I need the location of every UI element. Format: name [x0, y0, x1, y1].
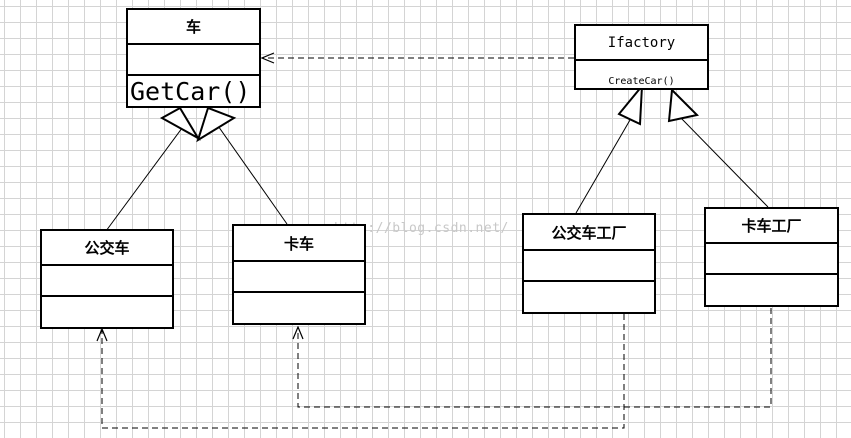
class-method: CreateCar() — [608, 76, 675, 87]
class-box-ifactory[interactable]: Ifactory CreateCar() — [574, 24, 709, 90]
class-box-truck[interactable]: 卡车 — [232, 224, 366, 325]
inheritance-line-truckfactory-ifactory — [679, 116, 769, 208]
inheritance-line-truck-car — [215, 122, 288, 225]
class-methods — [524, 282, 654, 312]
class-name: 公交车工厂 — [524, 215, 654, 251]
class-name: Ifactory — [576, 26, 707, 61]
class-box-bus[interactable]: 公交车 — [40, 229, 174, 329]
dependency-truckfactory-truck — [298, 308, 772, 408]
class-name: 卡车工厂 — [706, 209, 837, 244]
class-attributes — [42, 266, 172, 297]
class-name: 公交车 — [42, 231, 172, 266]
inheritance-arrowhead-busfactory-ifactory — [617, 83, 644, 126]
class-method: GetCar() — [130, 76, 251, 106]
class-attributes — [234, 262, 364, 293]
class-methods — [706, 275, 837, 305]
class-box-truck-factory[interactable]: 卡车工厂 — [704, 207, 839, 307]
class-methods — [42, 297, 172, 327]
class-attributes — [128, 45, 259, 76]
dependency-busfactory-bus — [102, 314, 625, 429]
class-name: 车 — [128, 10, 259, 45]
inheritance-arrowhead-truckfactory-ifactory — [667, 87, 700, 123]
class-methods — [234, 293, 364, 323]
class-box-car[interactable]: 车 GetCar() — [126, 8, 261, 108]
inheritance-line-busfactory-ifactory — [575, 119, 631, 214]
inheritance-arrowhead-bus-car — [159, 106, 201, 141]
class-attributes — [706, 244, 837, 275]
watermark-text: http://blog.csdn.net/ — [334, 221, 509, 236]
inheritance-arrowhead-truck-car — [196, 106, 237, 143]
inheritance-line-bus-car — [105, 119, 189, 232]
class-name: 卡车 — [234, 226, 364, 262]
class-attributes — [524, 251, 654, 282]
class-box-bus-factory[interactable]: 公交车工厂 — [522, 213, 656, 314]
